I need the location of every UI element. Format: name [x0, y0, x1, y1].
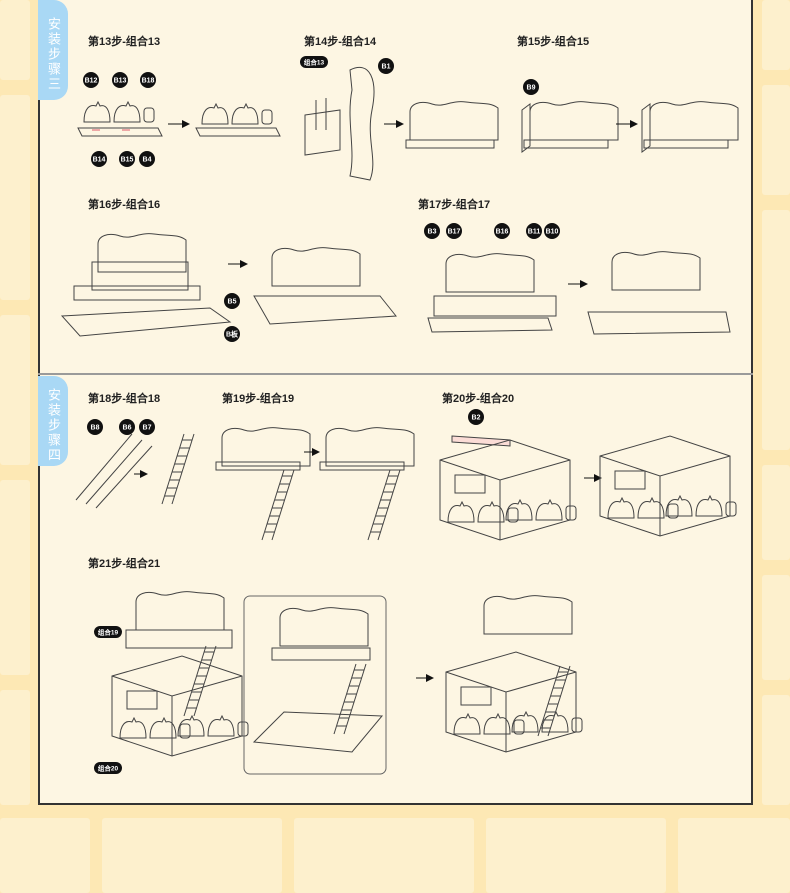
svg-text:B12: B12	[85, 78, 98, 85]
svg-text:B8: B8	[91, 425, 100, 432]
svg-text:组合19: 组合19	[98, 628, 119, 637]
marker-b12: B12	[83, 72, 99, 88]
svg-text:B10: B10	[546, 229, 559, 236]
svg-text:B1: B1	[382, 64, 391, 71]
step-13-diagram	[78, 102, 280, 136]
step-18-diagram	[76, 434, 194, 508]
marker-b1: B1	[378, 58, 394, 74]
marker-b4: B4	[139, 151, 155, 167]
svg-text:B4: B4	[143, 157, 152, 164]
svg-text:B18: B18	[142, 78, 155, 85]
step-14-diagram	[305, 67, 498, 180]
svg-text:B16: B16	[496, 229, 509, 236]
svg-text:B17: B17	[448, 229, 461, 236]
step-16-diagram	[62, 234, 396, 336]
marker-b17: B17	[446, 223, 462, 239]
marker-b3: B3	[424, 223, 440, 239]
part-markers: B12 B13 B18 B14 B15 B4 组合13 B1 B9 B5 B板 …	[83, 56, 560, 774]
marker-b5: B5	[224, 293, 240, 309]
svg-text:B7: B7	[143, 425, 152, 432]
marker-b13: B13	[112, 72, 128, 88]
svg-text:组合13: 组合13	[304, 58, 325, 67]
marker-b2: B2	[468, 409, 484, 425]
marker-combo19: 组合19	[94, 626, 122, 638]
step-20-diagram	[440, 436, 736, 540]
marker-b14: B14	[91, 151, 107, 167]
svg-text:B2: B2	[472, 415, 481, 422]
marker-combo13: 组合13	[300, 56, 328, 68]
marker-b8: B8	[87, 419, 103, 435]
svg-text:B5: B5	[228, 299, 237, 306]
marker-b15: B15	[119, 151, 135, 167]
svg-text:B13: B13	[114, 78, 127, 85]
step-17-diagram	[428, 252, 730, 334]
step-21-diagram	[112, 592, 582, 774]
marker-bboard: B板	[224, 326, 240, 342]
svg-text:B14: B14	[93, 157, 106, 164]
marker-b18: B18	[140, 72, 156, 88]
svg-text:B6: B6	[123, 425, 132, 432]
marker-b16: B16	[494, 223, 510, 239]
svg-text:B9: B9	[527, 85, 536, 92]
svg-text:B15: B15	[121, 157, 134, 164]
svg-text:组合20: 组合20	[98, 764, 119, 773]
marker-b7: B7	[139, 419, 155, 435]
marker-b11: B11	[526, 223, 542, 239]
svg-text:B11: B11	[528, 229, 541, 236]
svg-text:B3: B3	[428, 229, 437, 236]
marker-b9: B9	[523, 79, 539, 95]
marker-b6: B6	[119, 419, 135, 435]
marker-b10: B10	[544, 223, 560, 239]
step-15-diagram	[522, 102, 738, 152]
step-19-diagram	[216, 428, 414, 540]
svg-text:B板: B板	[226, 330, 239, 339]
marker-combo20: 组合20	[94, 762, 122, 774]
